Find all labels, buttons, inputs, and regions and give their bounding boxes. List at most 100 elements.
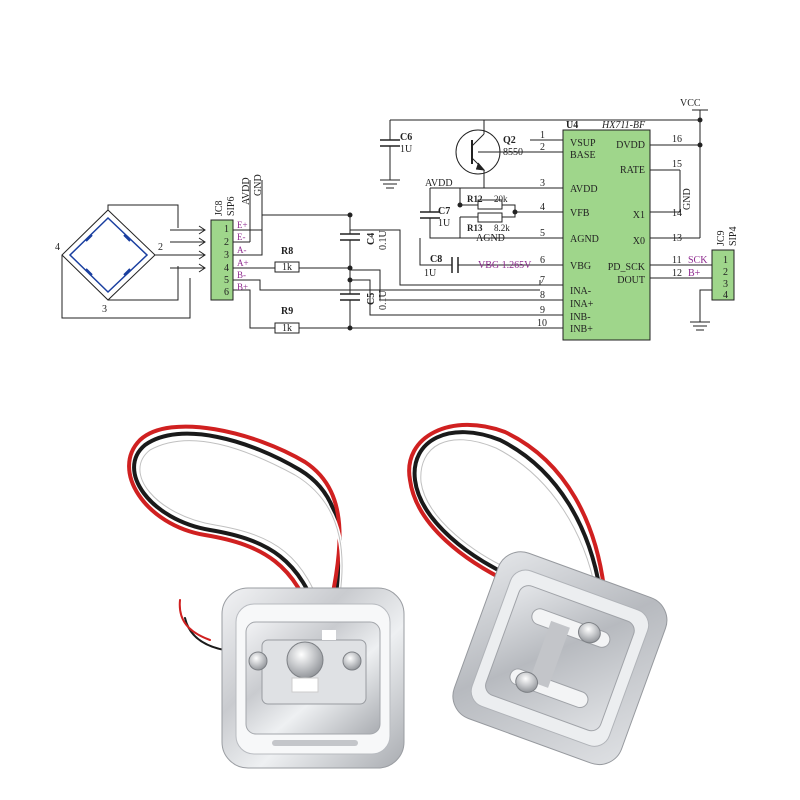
r9-ref: R9 bbox=[281, 306, 293, 317]
pin-12-num: 12 bbox=[672, 268, 682, 279]
pin-1-num: 1 bbox=[540, 130, 545, 141]
pin-15-num: 15 bbox=[672, 159, 682, 170]
r9-value: 1k bbox=[282, 323, 292, 334]
c5-ref: C5 bbox=[366, 293, 377, 305]
vcc-net-label: VCC bbox=[680, 98, 701, 109]
jc8-pin-2: 2 bbox=[224, 237, 229, 248]
c7-value: 1U bbox=[438, 218, 451, 229]
pin-10-num: 10 bbox=[537, 318, 547, 329]
pin-x0-name: X0 bbox=[633, 236, 645, 247]
c5-value: 0.1U bbox=[378, 290, 389, 311]
bridge-arrows bbox=[170, 225, 206, 273]
pin-13-num: 13 bbox=[672, 233, 682, 244]
r13-value: 8.2k bbox=[494, 223, 510, 233]
pin-vsup-name: VSUP bbox=[570, 138, 596, 149]
pin-8-num: 8 bbox=[540, 290, 545, 301]
r12-ref: R12 bbox=[467, 194, 483, 204]
pin-base-name: BASE bbox=[570, 150, 596, 161]
left-load-cell bbox=[221, 587, 405, 769]
pin-11-num: 11 bbox=[672, 255, 682, 266]
jc8-avdd-label: AVDD bbox=[241, 177, 252, 205]
right-load-cell bbox=[452, 551, 668, 766]
jc8-signal-b-minus: B- bbox=[237, 270, 246, 280]
jc8-signal-a-minus: A- bbox=[237, 245, 247, 255]
load-cell-photo bbox=[127, 422, 668, 769]
pin-agnd-name: AGND bbox=[570, 234, 599, 245]
pin-vbg-name: VBG bbox=[570, 261, 591, 272]
bridge-node-2: 2 bbox=[158, 242, 163, 253]
c7-ref: C7 bbox=[438, 206, 450, 217]
c6-ref: C6 bbox=[400, 132, 412, 143]
pin-vfb-name: VFB bbox=[570, 208, 590, 219]
right-wire-bundle bbox=[407, 422, 606, 594]
c4-value: 0.1U bbox=[378, 230, 389, 251]
jc9-connector bbox=[711, 249, 735, 301]
pin-16-num: 16 bbox=[672, 134, 682, 145]
jc9-pin-2: 2 bbox=[723, 267, 728, 278]
pin-pd-sck-name: PD_SCK bbox=[608, 262, 646, 273]
hx711-right-pins bbox=[650, 144, 712, 279]
bridge-node-3: 3 bbox=[102, 304, 107, 315]
pin-4-num: 4 bbox=[540, 202, 545, 213]
schematic-labels: 4 2 3 JC8 SIP6 AVDD GND 1 2 3 4 5 6 E+ E… bbox=[55, 98, 739, 335]
c8-ref: C8 bbox=[430, 254, 442, 265]
pin-5-num: 5 bbox=[540, 228, 545, 239]
jc8-pin-5: 5 bbox=[224, 275, 229, 286]
jc9-signal-b-plus: B+ bbox=[688, 268, 701, 279]
pin-9-num: 9 bbox=[540, 305, 545, 316]
pin-ina-minus-name: INA- bbox=[570, 286, 591, 297]
r12-value: 20k bbox=[494, 194, 508, 204]
left-wire-bundle bbox=[127, 424, 345, 653]
jc9-pin-1: 1 bbox=[723, 255, 728, 266]
pin-3-num: 3 bbox=[540, 178, 545, 189]
hx711-chip bbox=[562, 129, 651, 341]
pin-inb-plus-name: INB+ bbox=[570, 324, 593, 335]
jc8-type: SIP6 bbox=[226, 197, 237, 216]
jc9-ref: JC9 bbox=[716, 230, 727, 246]
pin-inb-minus-name: INB- bbox=[570, 312, 591, 323]
schematic bbox=[61, 109, 735, 341]
r8-ref: R8 bbox=[281, 246, 293, 257]
pin-avdd-name: AVDD bbox=[570, 184, 598, 195]
jc8-pin-4: 4 bbox=[224, 263, 229, 274]
jc8-signal-b-plus: B+ bbox=[237, 282, 248, 292]
q2-ref: Q2 bbox=[503, 135, 516, 146]
pin-x1-name: X1 bbox=[633, 210, 645, 221]
jc9-type: SIP4 bbox=[728, 227, 739, 246]
q2-value: 8550 bbox=[503, 147, 523, 158]
jc8-signal-e-minus: E- bbox=[237, 232, 246, 242]
r8-resistor bbox=[274, 261, 300, 273]
pin-2-num: 2 bbox=[540, 142, 545, 153]
pin-dvdd-name: DVDD bbox=[616, 140, 645, 151]
r13-resistor bbox=[477, 212, 503, 223]
gnd-net-label: GND bbox=[682, 188, 693, 210]
jc9-pin-4: 4 bbox=[723, 290, 728, 301]
pin-ina-plus-name: INA+ bbox=[570, 299, 594, 310]
pin-rate-name: RATE bbox=[620, 165, 645, 176]
bridge-sensor bbox=[61, 204, 191, 319]
pin-6-num: 6 bbox=[540, 255, 545, 266]
jc9-pin-3: 3 bbox=[723, 279, 728, 290]
jc8-pin-1: 1 bbox=[224, 224, 229, 235]
pin-dout-name: DOUT bbox=[617, 275, 645, 286]
jc8-gnd-label: GND bbox=[253, 174, 264, 196]
jc8-ref: JC8 bbox=[214, 200, 225, 216]
bridge-node-4: 4 bbox=[55, 242, 60, 253]
pin-14-num: 14 bbox=[672, 208, 682, 219]
jc9-signal-sck: SCK bbox=[688, 255, 708, 266]
vbg-net-label: VBG 1.265V bbox=[478, 260, 532, 271]
r13-ref: R13 bbox=[467, 223, 483, 233]
c4-ref: C4 bbox=[366, 233, 377, 245]
hx711-left-pins bbox=[540, 139, 563, 329]
jc8-pin-6: 6 bbox=[224, 287, 229, 298]
c8-value: 1U bbox=[424, 268, 437, 279]
r8-value: 1k bbox=[282, 262, 292, 273]
jc8-signal-e-plus: E+ bbox=[237, 220, 248, 230]
jc8-pin-3: 3 bbox=[224, 250, 229, 261]
agnd-net-label: AGND bbox=[476, 233, 505, 244]
u4-ref: U4 bbox=[566, 120, 578, 131]
u4-part: HX711-BF bbox=[601, 120, 646, 131]
jc8-connector bbox=[210, 219, 234, 301]
pin-7-num: 7 bbox=[540, 275, 545, 286]
jc8-signal-a-plus: A+ bbox=[237, 258, 249, 268]
